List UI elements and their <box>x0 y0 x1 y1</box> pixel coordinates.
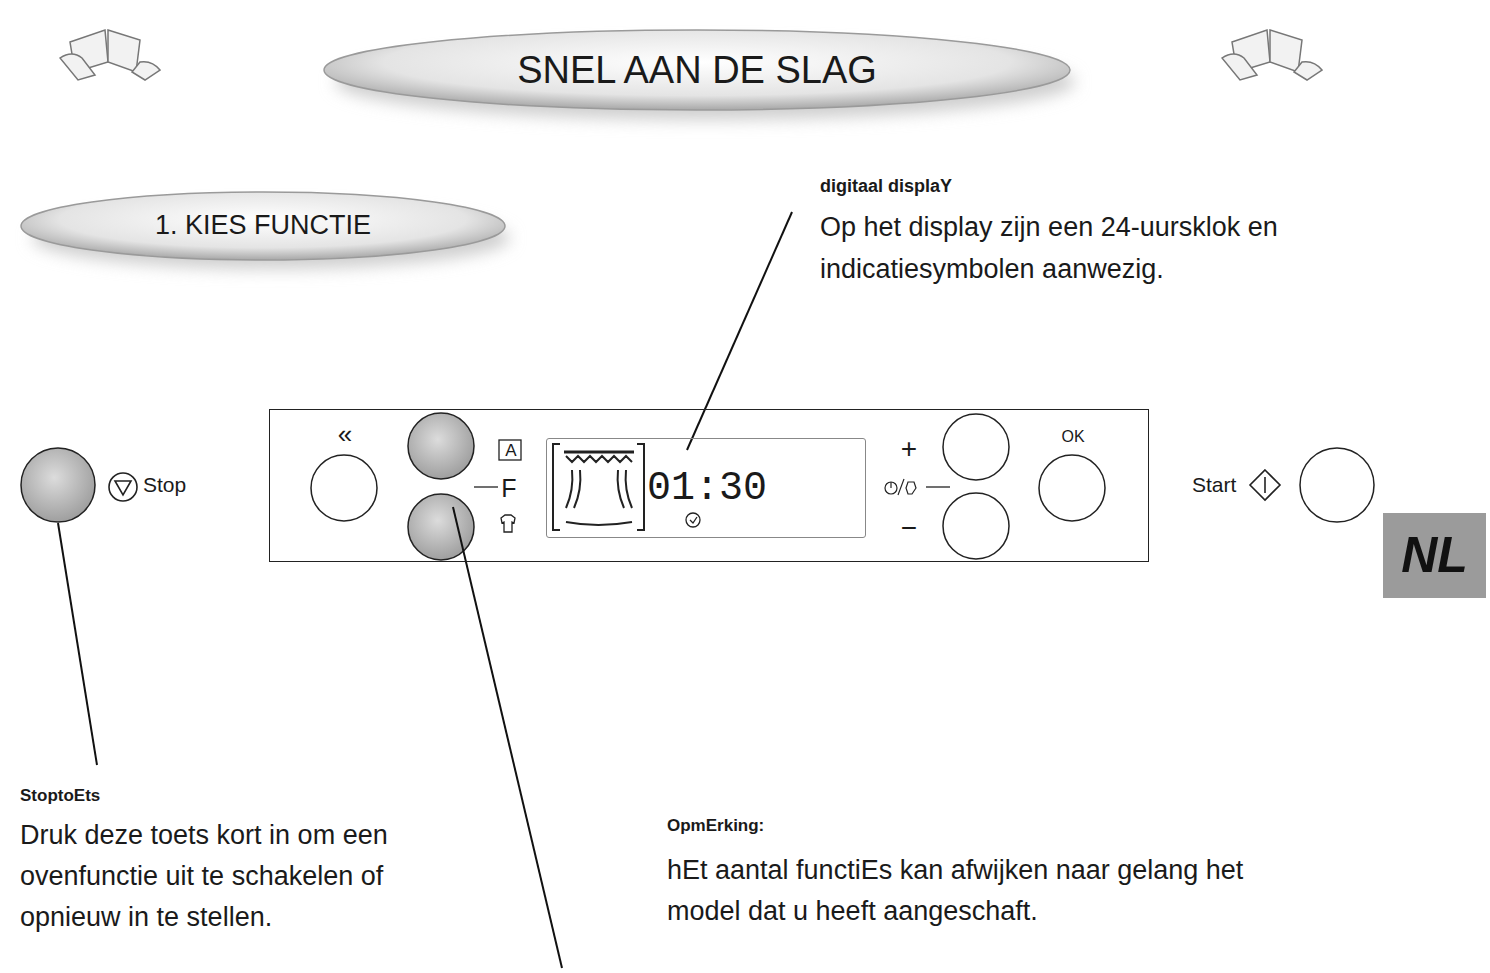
auto-symbol: A <box>505 442 516 461</box>
title-oval <box>324 30 1075 120</box>
note-heading: OpmErking: <box>667 816 764 836</box>
function-up-button <box>408 413 474 479</box>
bracket-line <box>926 486 950 487</box>
digital-display: 01:30 <box>546 438 866 538</box>
function-letter: F <box>501 475 516 503</box>
start-button <box>1300 448 1374 522</box>
back-symbol: « <box>338 420 352 449</box>
callout-text: Druk deze toets kort in om een ovenfunct… <box>20 815 490 938</box>
plus-sign: + <box>901 434 917 465</box>
leader-line <box>453 507 562 968</box>
time-readout: 01:30 <box>647 467 767 511</box>
shirt-icon <box>501 515 515 532</box>
section-oval: 1. KIES FUNCTIE <box>20 191 506 261</box>
book-icon <box>60 30 160 80</box>
button-label: Stop <box>143 473 186 497</box>
ok-label: OK <box>1061 428 1084 446</box>
start-icon <box>1250 470 1280 500</box>
minus-button <box>943 493 1009 559</box>
callout-heading: digitaal displaY <box>820 176 952 197</box>
book-icon <box>1222 30 1322 80</box>
plus-button <box>943 414 1009 480</box>
leader-line <box>58 523 97 765</box>
page-title: SNEL AAN DE SLAG <box>517 49 877 92</box>
button-label: Start <box>1192 473 1236 497</box>
timer-icon <box>885 479 916 495</box>
leader-line <box>687 212 792 450</box>
clock-icon <box>686 513 700 527</box>
oven-icon <box>553 444 644 530</box>
bracket-line <box>474 486 498 487</box>
control-panel: « AF + − OK 01:30 <box>269 409 1149 562</box>
auto-box <box>499 440 521 460</box>
stop-button <box>21 448 95 522</box>
ok-button <box>1039 455 1105 521</box>
callout-heading: StoptoEts <box>20 786 100 806</box>
note-text: hEt aantal functiEs kan afwijken naar ge… <box>667 850 1307 932</box>
callout-text: Op het display zijn een 24-uursklok en i… <box>820 206 1380 290</box>
node-label: NL <box>1401 528 1468 583</box>
language-tab: NL <box>1383 513 1486 598</box>
minus-sign: − <box>901 513 917 544</box>
node-label: 1. KIES FUNCTIE <box>155 211 371 241</box>
stop-icon <box>109 473 137 501</box>
back-button <box>311 455 377 521</box>
